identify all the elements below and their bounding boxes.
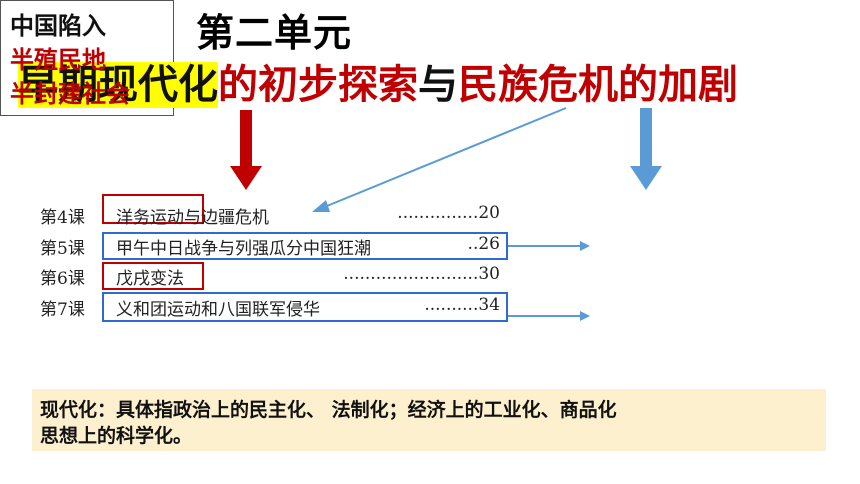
lesson-title: 甲午中日战争与列强瓜分中国狂潮 <box>116 239 371 259</box>
lesson-page: ...............20 <box>397 203 500 223</box>
right-arrow-2 <box>508 311 590 321</box>
right-arrow-1 <box>508 241 590 251</box>
lesson-title: 义和团运动和八国联军侵华 <box>116 300 320 320</box>
headline-part-2: 的初步探索 <box>218 62 418 108</box>
lesson-number: 第5课 <box>40 239 85 259</box>
lesson-number: 第6课 <box>40 269 85 289</box>
result-line-1: 中国陷入 <box>10 12 106 40</box>
blue-box-lesson5 <box>102 232 508 260</box>
headline-part-3: 与 <box>418 62 458 108</box>
result-line-3: 半封建社会 <box>10 80 130 108</box>
result-box: 中国陷入 半殖民地 半封建社会 <box>0 0 174 116</box>
lesson-number: 第4课 <box>40 208 85 228</box>
headline: 早期现代化的初步探索与民族危机的加剧 <box>18 56 738 114</box>
red-down-arrow <box>230 110 262 190</box>
lesson-page: ..26 <box>467 234 500 254</box>
lesson-title: 戊戌变法 <box>116 269 184 289</box>
headline-highlight: 早期现代化 <box>18 62 218 108</box>
unit-title: 第二单元 <box>196 11 353 55</box>
definition-line-1: 现代化：具体指政治上的民主化、 法制化；经济上的工业化、商品化 <box>40 399 617 421</box>
diagonal-arrow <box>312 107 567 212</box>
definition-box: 现代化：具体指政治上的民主化、 法制化；经济上的工业化、商品化 思想上的科学化。 <box>32 389 826 451</box>
red-box-lesson6 <box>102 262 204 290</box>
definition-line-2: 思想上的科学化。 <box>40 425 193 447</box>
headline-part-4: 民族危机的加剧 <box>458 62 738 108</box>
blue-box-lesson7 <box>102 292 508 322</box>
lesson-title: 洋务运动与边疆危机 <box>116 208 269 228</box>
lesson-page: ..........34 <box>424 295 500 315</box>
result-line-2: 半殖民地 <box>10 46 106 74</box>
blue-down-arrow <box>630 108 662 190</box>
lesson-page: .........................30 <box>343 264 500 284</box>
lesson-number: 第7课 <box>40 300 85 320</box>
red-box-lesson4 <box>102 194 204 224</box>
